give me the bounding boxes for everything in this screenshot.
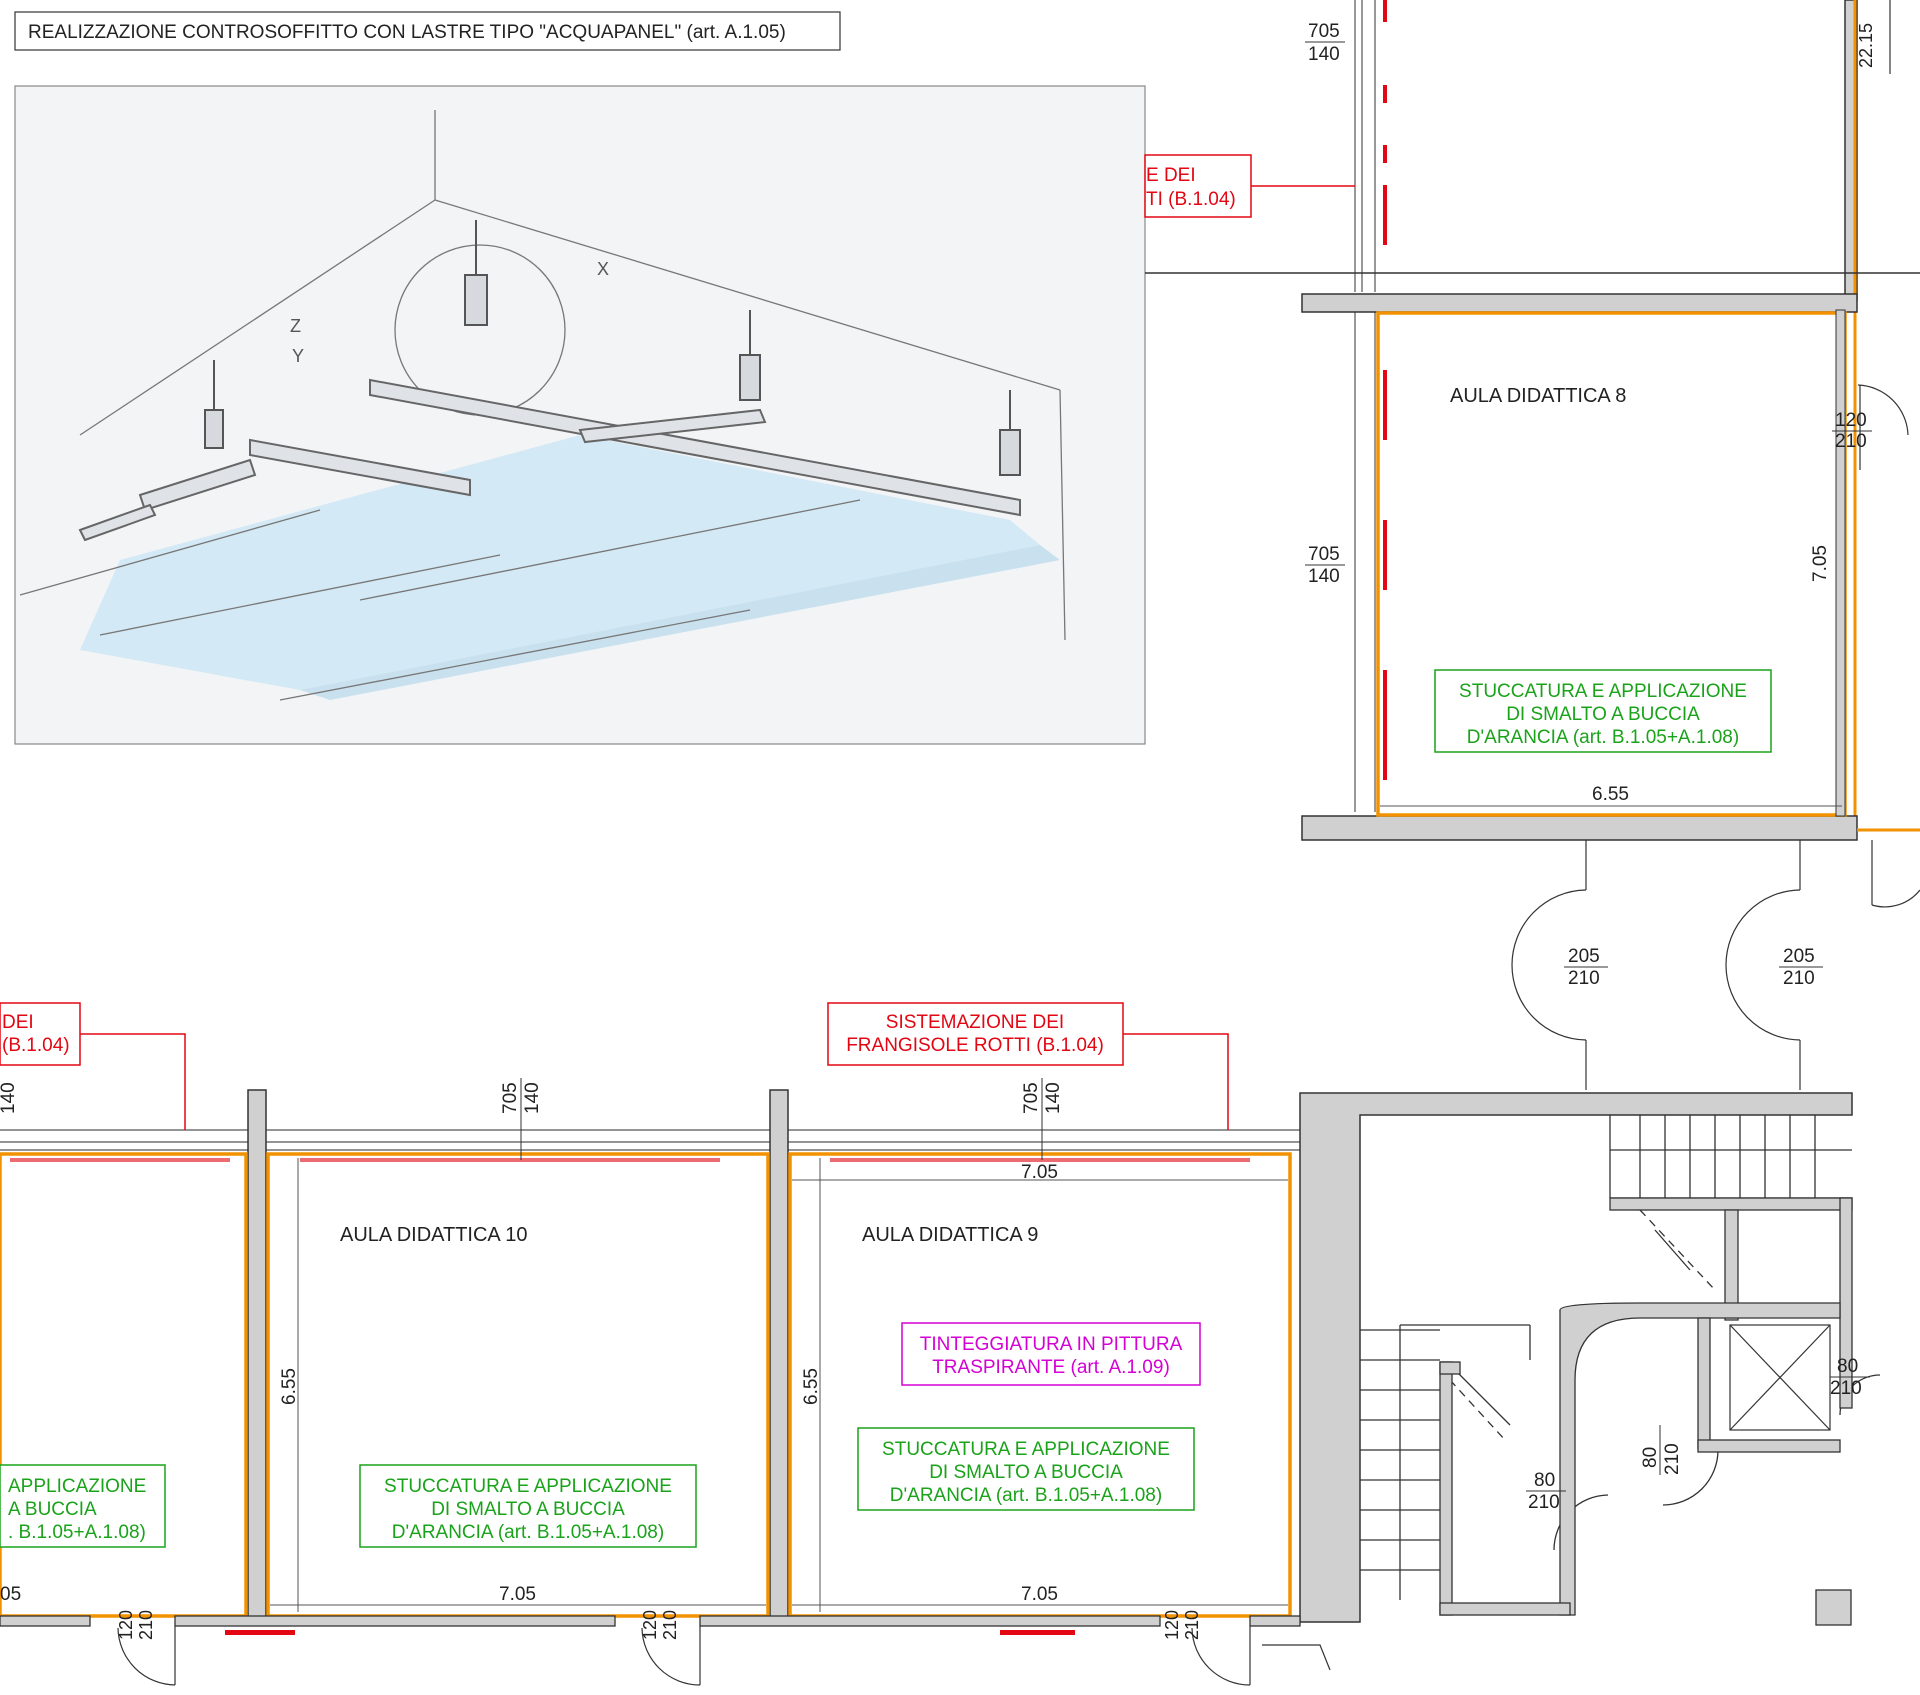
callout-line: D'ARANCIA (art. B.1.05+A.1.08) [392,1522,664,1543]
stuccatura-callout-room10 [359,1464,697,1548]
callout-line: STUCCATURA E APPLICAZIONE [1459,681,1747,702]
dim-140-room10: 140 [522,1082,543,1114]
column-square [1815,1589,1852,1626]
elevator-icon [1729,1324,1831,1431]
ceiling-illustration: Z Y X [14,85,1146,745]
dim-655-room8: 6.55 [1592,784,1629,805]
bottom-plan: 705 140 705 140 140 7.05 7.05 7.05 05 6.… [0,1002,1881,1686]
dim-210-a: 210 [1568,968,1600,989]
room-8-area: 120 210 AULA DIDATTICA 8 705 140 705 140… [1144,0,1920,841]
dim-05-left: 05 [0,1584,21,1605]
dim-705-room9-bottom: 7.05 [1021,1584,1058,1605]
dim-120: 120 [1835,410,1867,431]
callout-line: E DEI [1146,165,1196,186]
dim-705-top: 705 [1308,21,1340,42]
frangisole-callout-top [1144,154,1252,218]
dim-210-b1: 210 [136,1610,156,1640]
axis-x-label: X [597,259,609,279]
dim-140-mid: 140 [1308,566,1340,587]
callout-line: APPLICAZIONE [8,1476,146,1497]
dim-705-vertical: 7.05 [1810,545,1831,582]
callout-line: DEI [2,1012,34,1033]
callout-line: DI SMALTO A BUCCIA [1506,704,1700,725]
callout-line: STUCCATURA E APPLICAZIONE [384,1476,672,1497]
room-left-outline [0,1152,248,1618]
room-9-label: AULA DIDATTICA 9 [862,1224,1038,1246]
dim-705-room10: 705 [500,1082,521,1114]
dim-2215: 22.15 [1856,23,1876,68]
dim-205-a: 205 [1568,946,1600,967]
callout-line: STUCCATURA E APPLICAZIONE [882,1439,1170,1460]
axis-y-label: Y [292,346,304,366]
callout-line: (B.1.04) [2,1035,70,1056]
dim-210-b3: 210 [1182,1610,1202,1640]
dim-705-room9: 705 [1021,1082,1042,1114]
callout-line: DI SMALTO A BUCCIA [431,1499,625,1520]
dim-120-b2: 120 [640,1610,660,1640]
panel-shape [80,435,1040,690]
room-8-label: AULA DIDATTICA 8 [1450,385,1626,407]
axis-z-label: Z [290,316,301,336]
callout-line: TI (B.1.04) [1146,189,1236,210]
frangisole-callout-left [0,1002,81,1066]
dim-205-b: 205 [1783,946,1815,967]
callout-line: FRANGISOLE ROTTI (B.1.04) [846,1035,1104,1056]
title-box: REALIZZAZIONE CONTROSOFFITTO CON LASTRE … [14,11,841,51]
dim-705-room9-top: 7.05 [1021,1162,1058,1183]
dim-80-c: 80 [1640,1447,1661,1468]
room-10-label: AULA DIDATTICA 10 [340,1224,527,1246]
frangisole-callout [827,1002,1124,1066]
dim-705-room10-bottom: 7.05 [499,1584,536,1605]
dim-120-b1: 120 [116,1610,136,1640]
callout-line: A BUCCIA [8,1499,97,1520]
callout-line: D'ARANCIA (art. B.1.05+A.1.08) [890,1485,1162,1506]
dim-210-b2: 210 [660,1610,680,1640]
dim-120-b3: 120 [1162,1610,1182,1640]
callout-line: SISTEMAZIONE DEI [886,1012,1064,1033]
dim-705-mid: 705 [1308,544,1340,565]
dim-210-b: 210 [1783,968,1815,989]
callout-line: DI SMALTO A BUCCIA [929,1462,1123,1483]
callout-line: . B.1.05+A.1.08) [8,1522,146,1543]
stair-core [1360,1115,1881,1600]
dim-140-room9: 140 [1043,1082,1064,1114]
stuccatura-callout-room8 [1434,669,1772,753]
corridor-doors [1511,840,1920,1090]
dim-210-core-b: 210 [1830,1378,1862,1399]
dim-140-top: 140 [1308,44,1340,65]
stuccatura-callout-left [0,1464,166,1548]
callout-line: TRASPIRANTE (art. A.1.09) [932,1357,1170,1378]
dim-655-room9: 6.55 [801,1368,822,1405]
tinteggiatura-callout [901,1322,1201,1386]
dim-210-core-c: 210 [1662,1443,1683,1475]
dim-140-left: 140 [0,1082,19,1114]
callout-line: D'ARANCIA (art. B.1.05+A.1.08) [1467,727,1739,748]
dim-210: 210 [1835,431,1867,452]
dim-80-b: 80 [1837,1356,1858,1377]
stuccatura-callout-room9 [857,1427,1195,1511]
page-title: REALIZZAZIONE CONTROSOFFITTO CON LASTRE … [28,22,786,43]
dim-80-a: 80 [1534,1470,1555,1491]
dim-210-core-a: 210 [1528,1492,1560,1513]
dim-655-room10: 6.55 [279,1368,300,1405]
callout-line: TINTEGGIATURA IN PITTURA [920,1334,1183,1355]
